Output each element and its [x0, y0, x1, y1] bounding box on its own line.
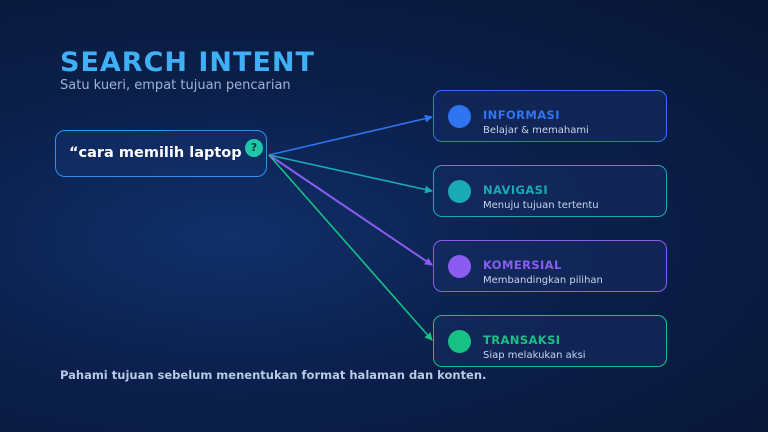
footer-note: Pahami tujuan sebelum menentukan format …	[60, 368, 487, 382]
query-box: “cara memilih laptop	[55, 130, 267, 177]
intent-card-informasi: INFORMASI Belajar & memahami	[433, 90, 667, 142]
intent-label: INFORMASI	[483, 108, 560, 122]
intent-card-navigasi: NAVIGASI Menuju tujuan tertentu	[433, 165, 667, 217]
komersial-dot-icon	[448, 255, 471, 278]
intent-card-transaksi: TRANSAKSI Siap melakukan aksi	[433, 315, 667, 367]
transaksi-dot-icon	[448, 330, 471, 353]
informasi-dot-icon	[448, 105, 471, 128]
query-text: “cara memilih laptop	[69, 145, 242, 161]
intent-label: KOMERSIAL	[483, 258, 562, 272]
question-icon: ?	[245, 139, 263, 157]
page-title: SEARCH INTENT	[60, 47, 315, 78]
arrow-komersial	[268, 154, 433, 266]
intent-description: Membandingkan pilihan	[483, 275, 603, 286]
navigasi-dot-icon	[448, 180, 471, 203]
arrow-informasi	[268, 114, 433, 156]
intent-description: Belajar & memahami	[483, 125, 589, 136]
arrow-transaksi	[268, 154, 433, 341]
intent-description: Menuju tujuan tertentu	[483, 200, 599, 211]
intent-description: Siap melakukan aksi	[483, 350, 586, 361]
page-subtitle: Satu kueri, empat tujuan pencarian	[60, 78, 291, 93]
intent-card-komersial: KOMERSIAL Membandingkan pilihan	[433, 240, 667, 292]
intent-label: TRANSAKSI	[483, 333, 561, 347]
intent-label: NAVIGASI	[483, 183, 549, 197]
arrow-navigasi	[268, 154, 433, 194]
